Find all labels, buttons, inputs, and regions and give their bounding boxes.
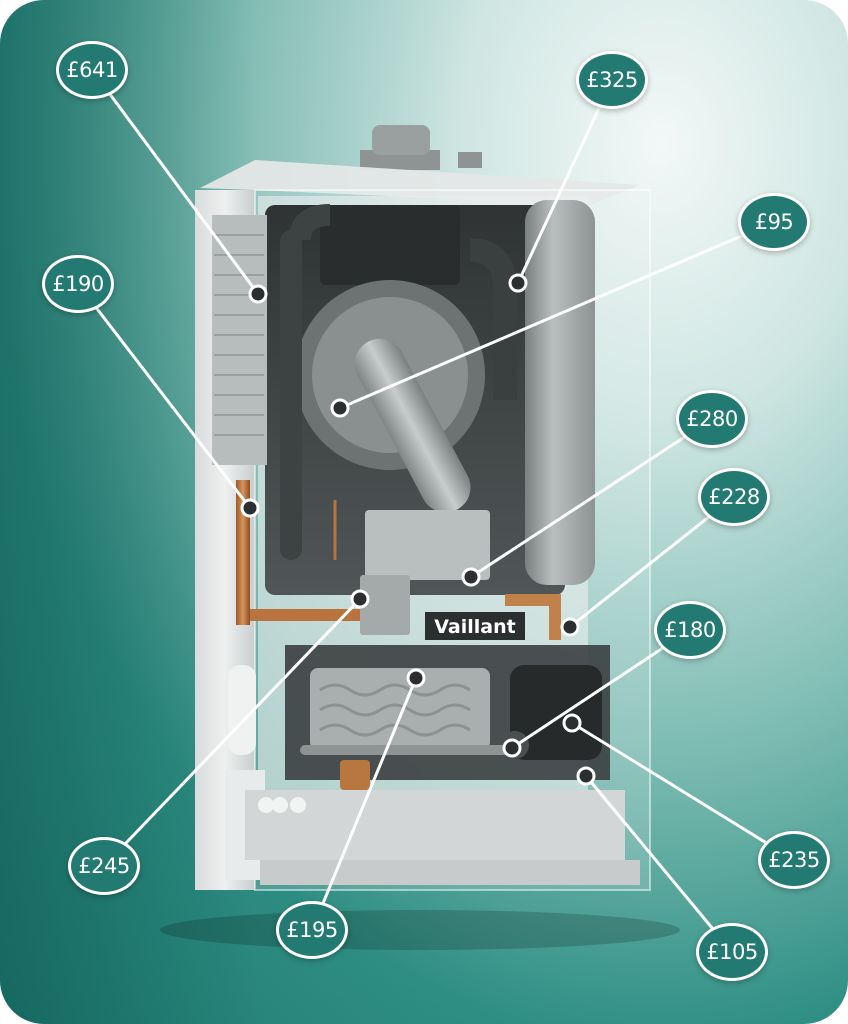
callout-leader-lines [76,69,795,953]
price-badge-105[interactable]: £105 [696,923,768,981]
price-badge-95[interactable]: £95 [738,193,810,251]
anchor-180 [502,738,522,758]
price-badge-228[interactable]: £228 [698,468,770,526]
anchor-325 [508,273,528,293]
anchor-280 [461,567,481,587]
anchor-190 [240,498,260,518]
leader-line-195 [310,677,418,931]
vaillant-logo: Vaillant [425,612,525,640]
svg-text:Vaillant: Vaillant [434,616,515,638]
leader-line-325 [516,79,614,284]
anchor-228 [560,617,580,637]
lower-hydraulics [285,645,610,790]
price-badge-235[interactable]: £235 [758,831,830,889]
flue-tube [354,338,471,513]
leader-line-280 [470,417,713,579]
leader-line-190 [76,283,252,509]
flue-outlet [360,125,482,170]
price-badge-245[interactable]: £245 [68,837,140,895]
expansion-vessel [525,200,595,585]
leader-line-641 [90,69,260,295]
price-badge-190[interactable]: £190 [42,255,114,313]
anchor-95 [330,398,350,418]
leader-line-228 [569,495,735,629]
price-badge-325[interactable]: £325 [576,51,648,109]
price-badge-180[interactable]: £180 [654,601,726,659]
anchor-105 [576,766,596,786]
price-badge-195[interactable]: £195 [276,901,348,959]
leader-line-105 [584,775,734,953]
floor-shadow [160,910,680,950]
anchor-245 [350,589,370,609]
anchor-195 [406,668,426,688]
anchor-235 [562,713,582,733]
leader-line-245 [102,597,362,868]
leader-line-180 [511,628,691,750]
anchor-641 [248,284,268,304]
gas-valve [365,510,490,580]
callout-anchors [240,273,596,786]
leader-line-95 [339,220,775,410]
bottom-tray [225,665,640,885]
price-badge-280[interactable]: £280 [676,390,748,448]
leader-line-235 [571,721,795,862]
price-badge-641[interactable]: £641 [56,41,128,99]
